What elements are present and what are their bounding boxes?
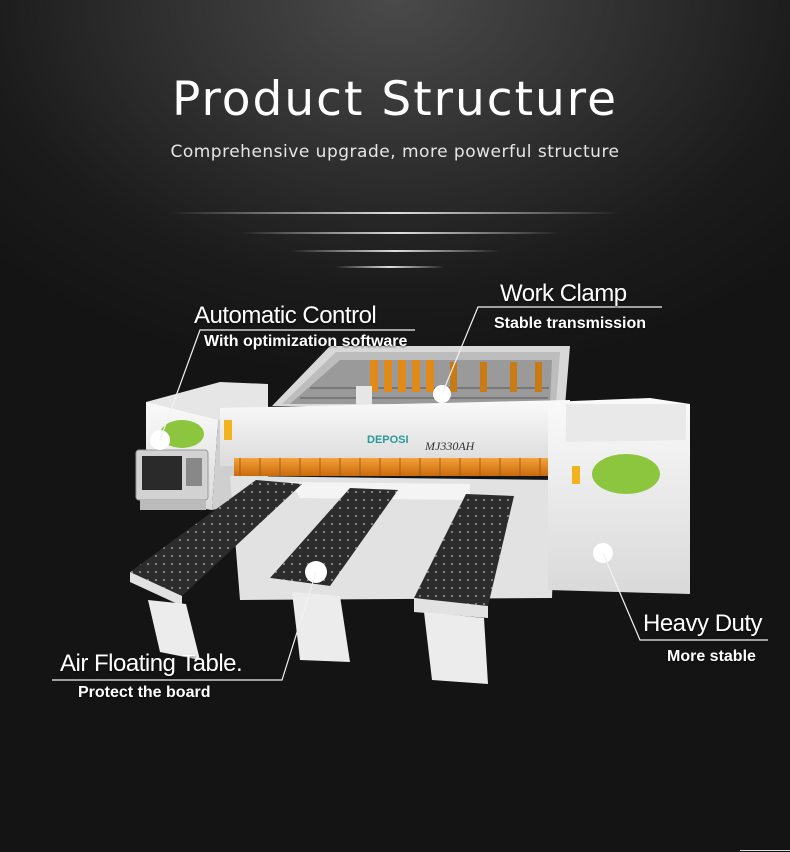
callout-work-clamp-desc: Stable transmission [494, 315, 647, 332]
callout-air-floating-table-desc: Protect the board [78, 684, 211, 701]
callout-heavy-duty-desc: More stable [667, 648, 756, 665]
brand-label: DEPOSI [367, 434, 409, 446]
air-floating-table-left [130, 480, 302, 660]
light-streak [290, 250, 500, 252]
divider [740, 850, 790, 851]
light-streak [240, 232, 560, 234]
callout-heavy-duty-title: Heavy Duty [643, 610, 763, 637]
callout-air-floating-table-title: Air Floating Table. [60, 650, 243, 677]
page-subtitle: Comprehensive upgrade, more powerful str… [170, 142, 620, 162]
callout-work-clamp-title: Work Clamp [500, 280, 627, 307]
page-title: Product Structure [171, 72, 619, 127]
callout-lines [52, 306, 768, 681]
light-streak [170, 212, 620, 214]
air-floating-table-middle [270, 488, 398, 662]
rear-frame [272, 346, 570, 406]
clamp-row [356, 360, 542, 408]
air-floating-table-right [414, 494, 514, 684]
light-streak [335, 266, 445, 268]
model-label: MJ330AH [424, 439, 476, 453]
right-housing [548, 398, 690, 594]
control-panel [135, 449, 209, 510]
callout-automatic-control-desc: With optimization software [204, 333, 408, 350]
callout-automatic-control-title: Automatic Control [194, 302, 377, 329]
main-beam: DEPOSI MJ330AH [220, 400, 570, 476]
